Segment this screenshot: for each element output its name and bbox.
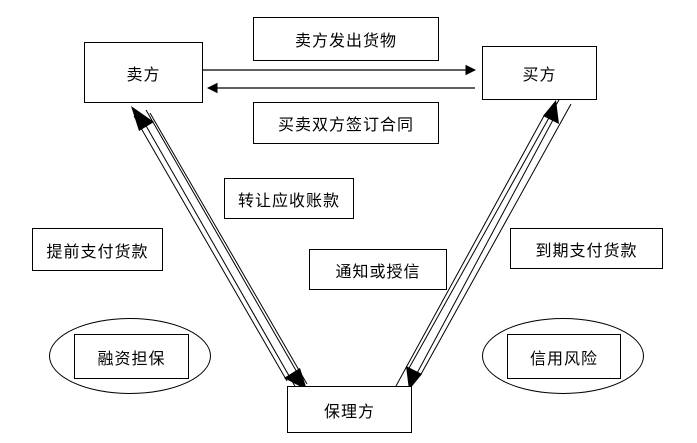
arrow-factor-to-seller bbox=[131, 106, 308, 389]
payment-at-maturity-label: 到期支付货款 bbox=[510, 228, 663, 269]
seller-ships-goods-label: 卖方发出货物 bbox=[253, 17, 439, 61]
buyer-box: 买方 bbox=[482, 46, 597, 100]
contract-signed-label: 买卖双方签订合同 bbox=[253, 102, 439, 144]
advance-payment-label: 提前支付货款 bbox=[32, 228, 163, 271]
arrow-factor-to-buyer bbox=[395, 100, 559, 391]
transfer-receivables-label: 转让应收账款 bbox=[224, 178, 354, 219]
credit-risk-label: 信用风险 bbox=[507, 334, 621, 379]
financing-guarantee-ellipse bbox=[49, 318, 211, 394]
credit-risk-ellipse bbox=[482, 318, 644, 394]
financing-guarantee-label: 融资担保 bbox=[74, 334, 189, 379]
factor-box: 保理方 bbox=[287, 386, 412, 433]
seller-box: 卖方 bbox=[84, 42, 203, 103]
notify-or-credit-label: 通知或授信 bbox=[309, 249, 447, 290]
